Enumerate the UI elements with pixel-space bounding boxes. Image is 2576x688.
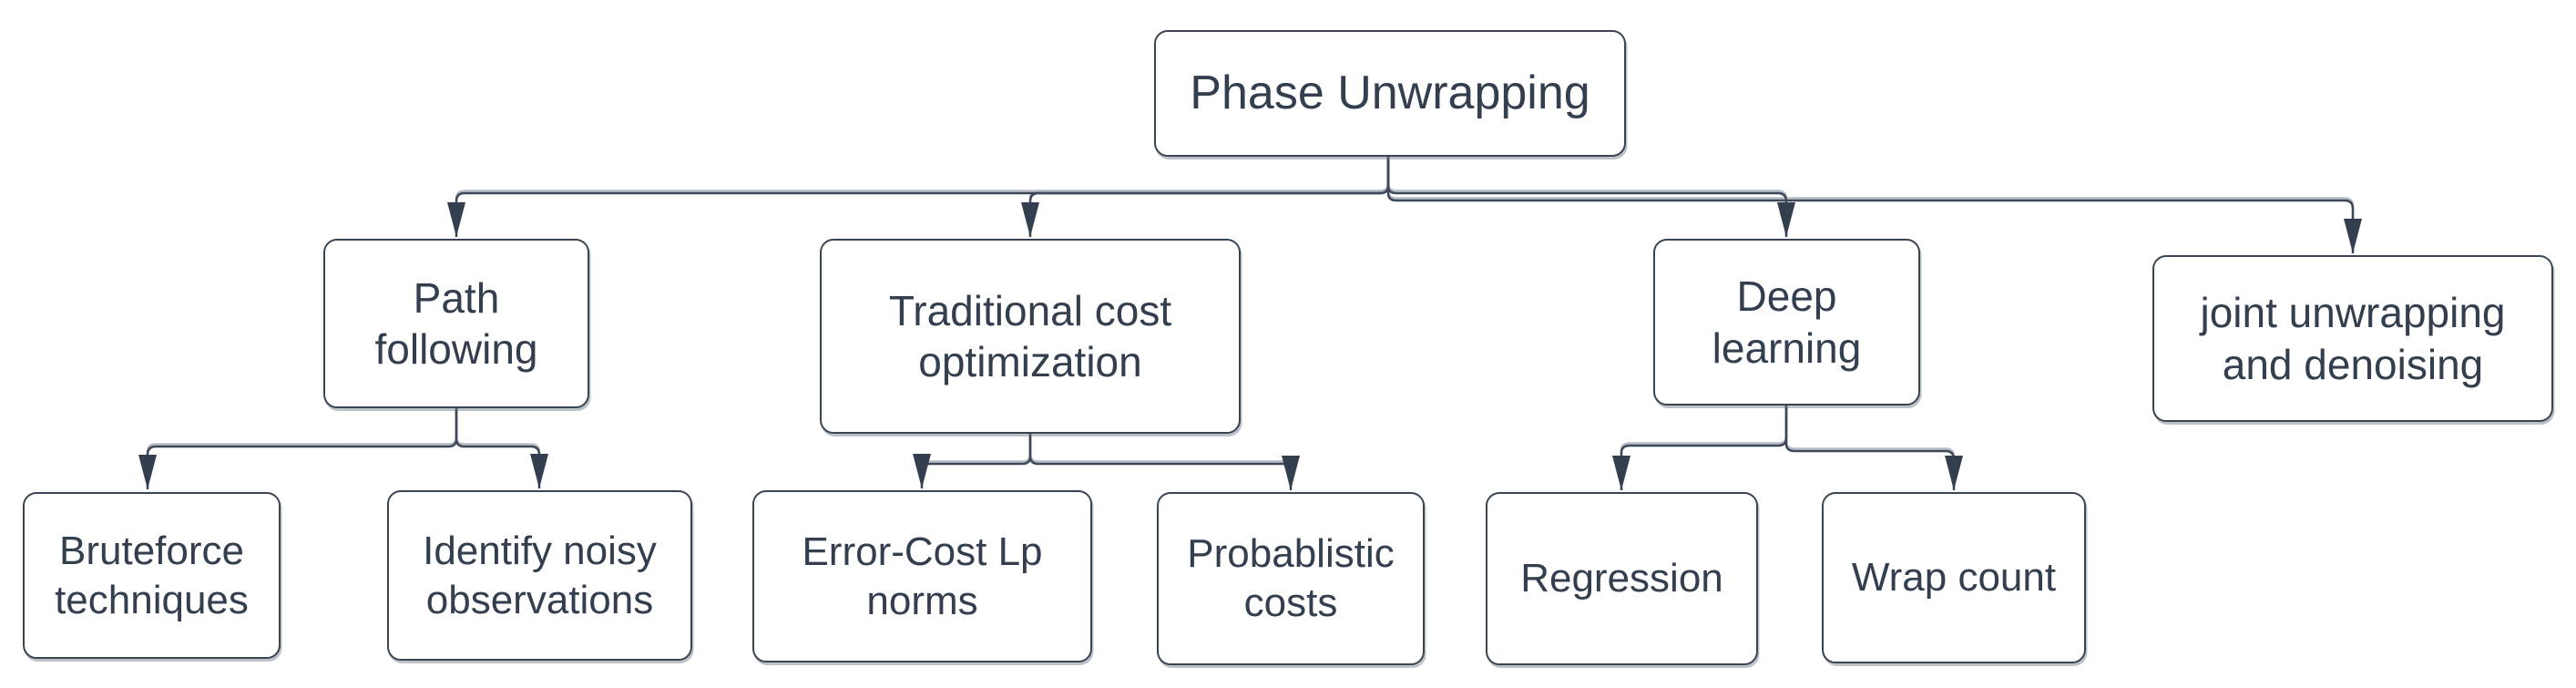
node-identify-noisy-observations: Identify noisy observations: [387, 490, 692, 661]
edge-deep-to-wrap-count: [1784, 406, 1963, 490]
edge-path-to-bruteforce: [138, 408, 458, 489]
node-regression: Regression: [1486, 492, 1758, 665]
edge-root-to-path-following: [447, 155, 1390, 237]
node-error-cost-lp-norms: Error-Cost Lp norms: [752, 490, 1092, 662]
node-phase-unwrapping: Phase Unwrapping: [1154, 30, 1626, 157]
node-path-following: Path following: [323, 239, 589, 408]
node-bruteforce-techniques: Bruteforce techniques: [23, 492, 281, 659]
node-traditional-cost-optimization: Traditional cost optimization: [820, 239, 1241, 434]
edge-deep-to-regression: [1612, 406, 1788, 490]
node-probablistic-costs: Probablistic costs: [1157, 492, 1425, 665]
edge-root-to-traditional-cost: [1021, 155, 1390, 237]
edge-root-to-deep-learning: [1386, 155, 1795, 237]
node-wrap-count: Wrap count: [1822, 492, 2086, 663]
node-deep-learning: Deep learning: [1653, 239, 1920, 406]
edge-traditional-to-probablistic: [1028, 434, 1300, 490]
node-joint-unwrapping-and-denoising: joint unwrapping and denoising: [2152, 255, 2553, 422]
edge-path-to-identify-noisy: [455, 408, 548, 488]
edge-traditional-to-error-cost: [913, 434, 1032, 488]
